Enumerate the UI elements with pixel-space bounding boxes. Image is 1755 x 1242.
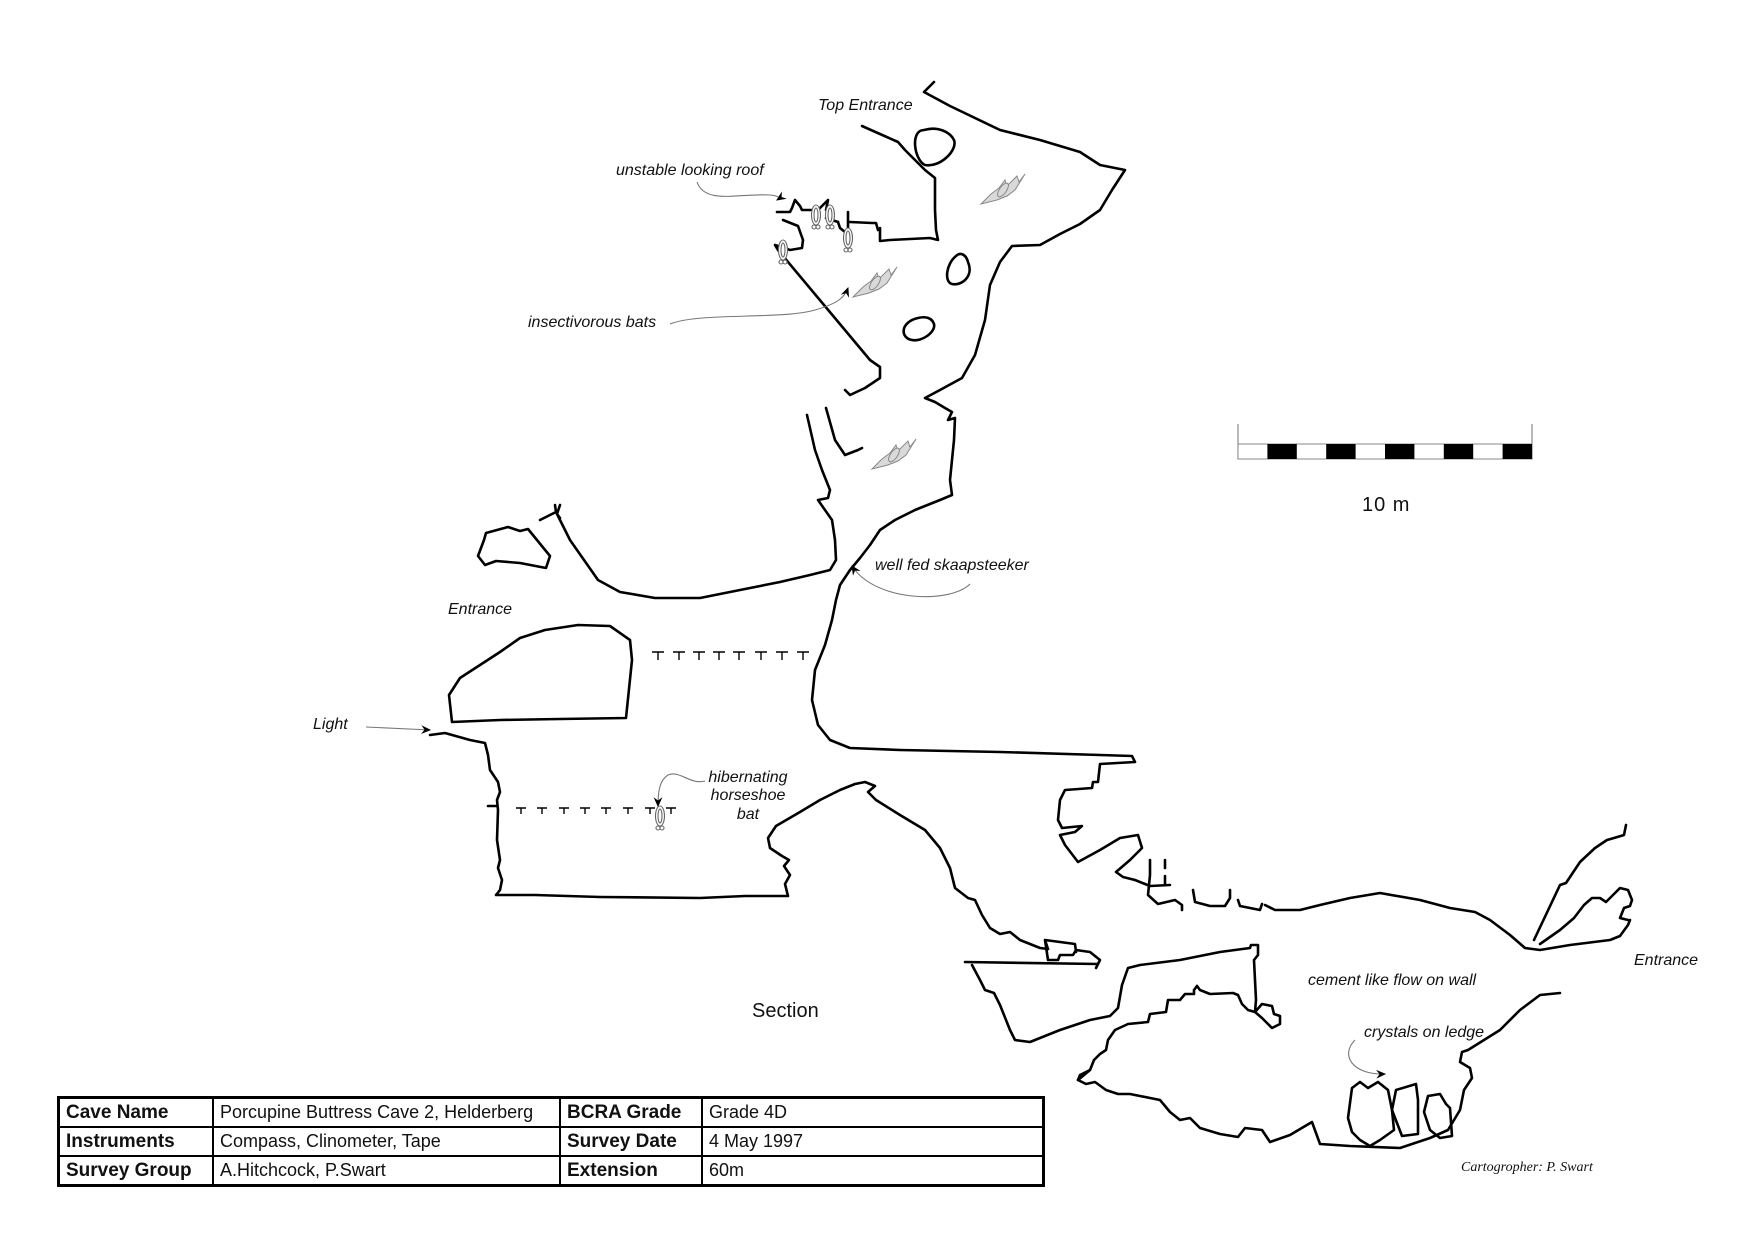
cave-walls-top [773,80,1172,888]
cave-walls-lower-left [428,731,1102,970]
label-light: Light [313,716,348,733]
table-row: Survey Group A.Hitchcock, P.Swart Extens… [57,1155,1045,1187]
label-line: bat [736,805,760,823]
scale-bar [1237,424,1533,460]
cave-walls-section [963,943,1562,1150]
label-skaapsteeker: well fed skaapsteeker [875,557,1029,574]
cell-value: Porcupine Buttress Cave 2, Helderberg [212,1096,561,1128]
label-entrance-right: Entrance [1634,952,1699,969]
cell-key: Cave Name [57,1096,214,1128]
cell-key: Instruments [57,1126,214,1157]
cell-value: 4 May 1997 [701,1126,1045,1157]
label-line: hibernating [708,769,788,786]
label-line: horseshoe [710,787,786,805]
cell-value: Compass, Clinometer, Tape [212,1126,561,1157]
hanging-bat-icon [654,204,854,831]
cell-value: 60m [701,1155,1045,1187]
table-row: Instruments Compass, Clinometer, Tape Su… [57,1126,1045,1157]
label-cement-flow: cement like flow on wall [1308,972,1477,989]
cave-walls-middle [447,406,864,814]
table-row: Cave Name Porcupine Buttress Cave 2, Hel… [57,1096,1045,1128]
cell-key: Survey Group [57,1155,214,1187]
cave-walls-right [1146,823,1634,952]
flying-bat-icon [852,173,1026,470]
arrow-icon [365,181,1387,1079]
label-unstable-roof: unstable looking roof [616,162,764,179]
cell-key: Survey Date [559,1126,703,1157]
scale-bar-label: 10 m [1362,494,1411,516]
label-top-entrance: Top Entrance [818,97,913,114]
section-title: Section [752,1000,819,1022]
label-crystals: crystals on ledge [1364,1024,1485,1041]
cliff-ticks [516,651,809,814]
cell-value: Grade 4D [701,1096,1045,1128]
cell-key: Extension [559,1155,703,1187]
cartographer-credit: Cartogropher: P. Swart [1461,1160,1593,1175]
cell-value: A.Hitchcock, P.Swart [212,1155,561,1187]
label-insectivorous-bats: insectivorous bats [528,314,657,331]
label-entrance-left: Entrance [448,601,513,618]
survey-info-table: Cave Name Porcupine Buttress Cave 2, Hel… [57,1096,1045,1187]
label-hibernating-bat: hibernating horseshoe bat [700,769,796,824]
cell-key: BCRA Grade [559,1096,703,1128]
